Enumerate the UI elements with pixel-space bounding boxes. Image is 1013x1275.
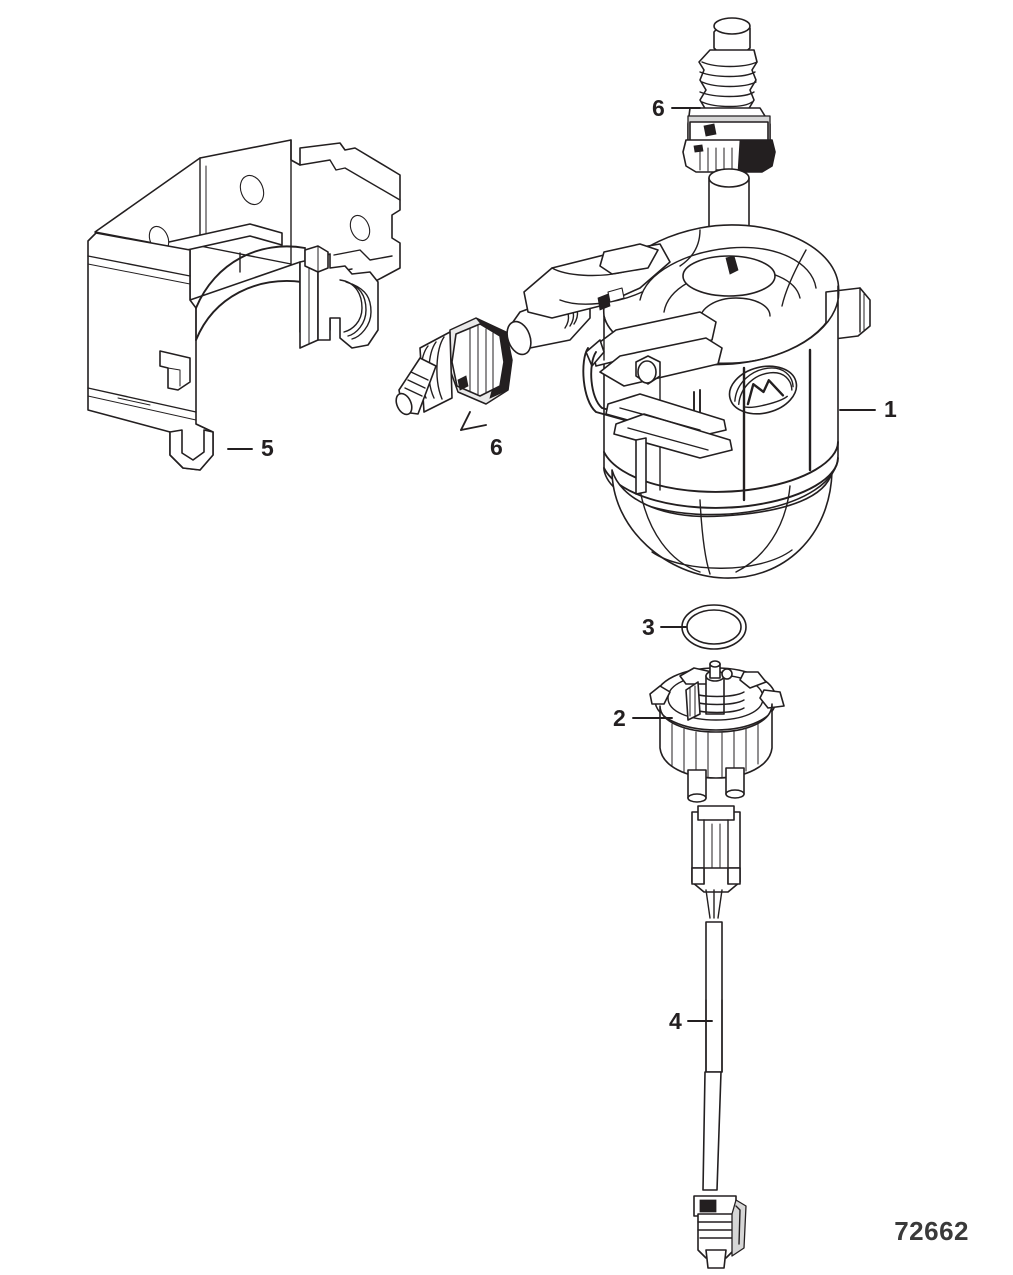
part-5-mounting-bracket-art — [87, 139, 401, 471]
drawing-number: 72662 — [894, 1216, 969, 1246]
callout-label-5: 5 — [261, 435, 274, 461]
part-3-o-ring-art — [660, 604, 747, 650]
mercury-waterdrop-logo — [728, 365, 798, 415]
part-1-fuel-pump-housing-art — [523, 168, 876, 579]
part-2-electric-fuel-pump-art — [632, 660, 785, 803]
callout-label-1: 1 — [884, 396, 897, 422]
part-4-wiring-harness-art — [687, 805, 747, 1269]
callout-label-3: 3 — [642, 614, 655, 640]
callout-label-6-upper: 6 — [652, 95, 665, 121]
callout-label-2: 2 — [613, 705, 626, 731]
part-6-inlet-quick-connect-art — [395, 291, 591, 431]
callout-label-6-inlet: 6 — [490, 434, 503, 460]
callout-label-4: 4 — [669, 1008, 682, 1034]
part-6-upper-quick-connect-art — [671, 17, 776, 173]
